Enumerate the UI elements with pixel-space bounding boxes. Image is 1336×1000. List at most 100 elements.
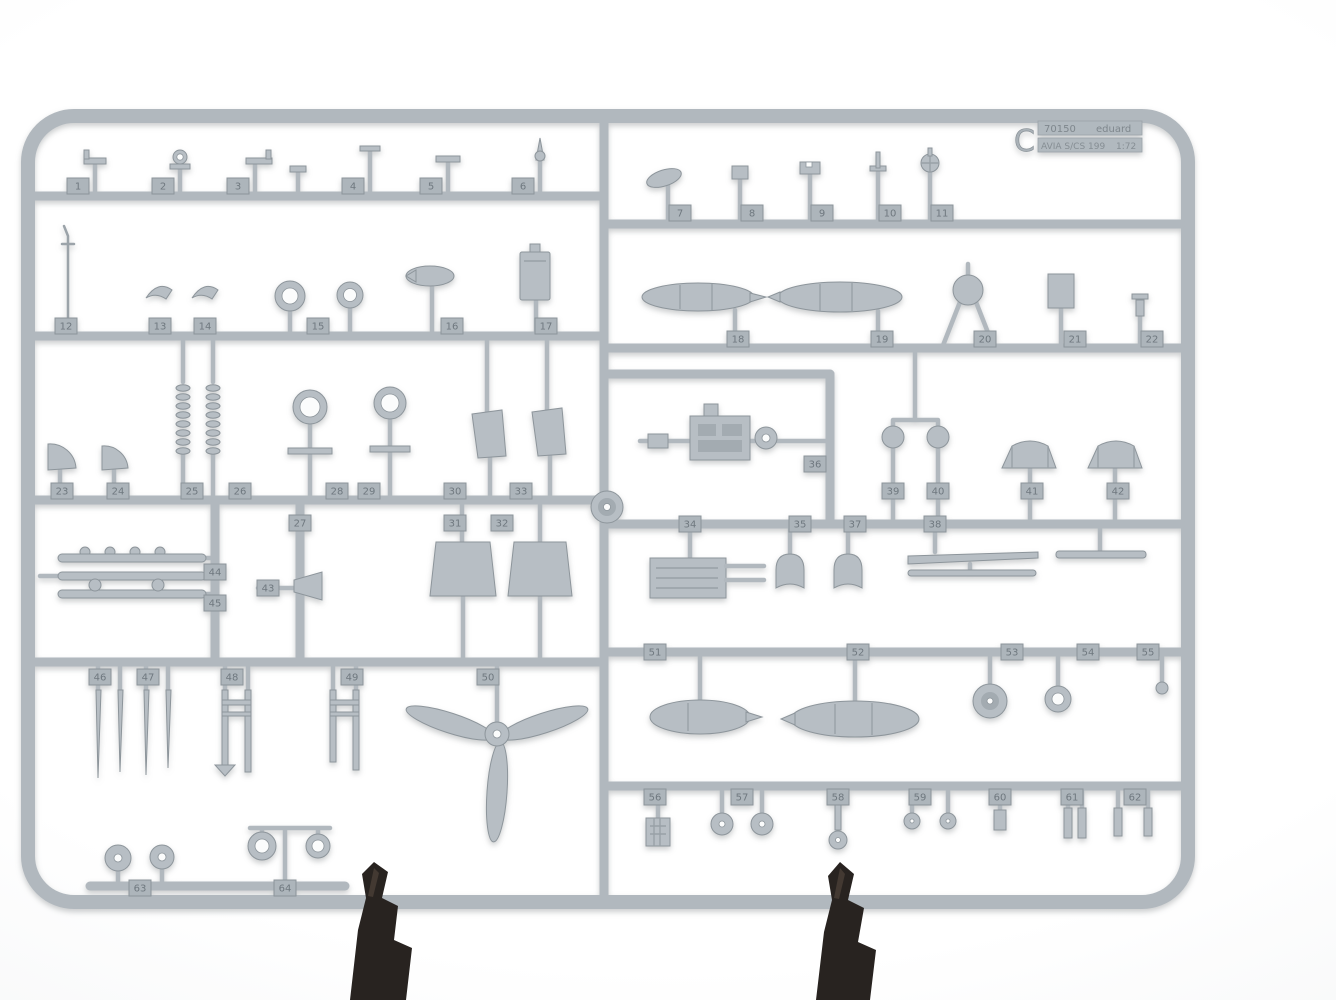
stand-clip-left-highlight	[368, 868, 379, 897]
part-tab: 46	[88, 668, 112, 686]
part-tab: 53	[1000, 643, 1024, 661]
part-tab: 24	[106, 482, 130, 500]
parts-row3-left	[47, 333, 573, 665]
part-number: 33	[515, 487, 528, 498]
part-tab: 45	[203, 594, 227, 612]
part-number: 12	[60, 322, 73, 333]
part-number: 43	[262, 584, 275, 595]
part-number: 31	[449, 519, 462, 530]
part-number: 49	[346, 673, 359, 684]
part-tab: 49	[340, 668, 364, 686]
subject: AVIA S/CS 199	[1041, 142, 1105, 152]
stand-clip-right-highlight	[834, 868, 845, 899]
part-tab: 63	[128, 879, 152, 897]
sprue-letter: C	[1014, 124, 1035, 159]
part-number: 29	[363, 487, 376, 498]
part-tab: 34	[678, 515, 702, 533]
part-number: 62	[1129, 793, 1142, 804]
part-number: 41	[1026, 487, 1039, 498]
part-number: 50	[482, 673, 495, 684]
part-number: 45	[209, 599, 222, 610]
stand-clips	[350, 862, 876, 1000]
part-tab: 41	[1020, 482, 1044, 500]
part-number: 14	[199, 322, 212, 333]
part-tab: 37	[843, 515, 867, 533]
parts-row2-right	[641, 261, 1149, 351]
part-tab: 43	[256, 579, 280, 597]
part-number: 11	[936, 209, 949, 220]
part-tab: 61	[1060, 788, 1084, 806]
part-tab: 15	[306, 317, 330, 335]
sprue-frame	[21, 109, 1195, 909]
parts-mid-right	[637, 345, 1147, 599]
part-number: 8	[749, 209, 755, 220]
part-number: 23	[56, 487, 69, 498]
part-number: 39	[887, 487, 900, 498]
part-number: 52	[852, 648, 865, 659]
part-number: 34	[684, 520, 697, 531]
part-number: 54	[1082, 648, 1095, 659]
part-tab: 10	[878, 204, 902, 222]
part-number: 4	[350, 182, 356, 193]
part-tab: 7	[668, 204, 692, 222]
part-tab: 35	[788, 515, 812, 533]
part-tab: 33	[509, 482, 533, 500]
part-number: 18	[732, 335, 745, 346]
part-tab: 16	[440, 317, 464, 335]
parts-bottom-left	[104, 825, 333, 889]
part-tab: 8	[740, 204, 764, 222]
part-number: 25	[186, 487, 199, 498]
part-number: 19	[876, 335, 889, 346]
part-number: 42	[1112, 487, 1125, 498]
part-number: 7	[677, 209, 683, 220]
part-number: 3	[235, 182, 241, 193]
part-tab: 25	[180, 482, 204, 500]
parts-row2-left	[60, 224, 551, 339]
part-number: 36	[809, 460, 822, 471]
parts-row5-left	[95, 659, 589, 843]
part-tab: 52	[846, 643, 870, 661]
part-tab: 39	[881, 482, 905, 500]
marking-plate-top	[1037, 120, 1143, 136]
sprue-marking: C 70150 eduard AVIA S/CS 199 1:72	[1014, 120, 1143, 159]
part-tab: 20	[973, 330, 997, 348]
part-number: 10	[884, 209, 897, 220]
part-tab: 19	[870, 330, 894, 348]
part-tab: 42	[1106, 482, 1130, 500]
part-tab: 55	[1136, 643, 1160, 661]
part-tab: 11	[930, 204, 954, 222]
part-tab: 27	[288, 514, 312, 532]
parts-row1-left	[83, 137, 546, 199]
part-number: 20	[979, 335, 992, 346]
part-tab: 18	[726, 330, 750, 348]
part-tab: 54	[1076, 643, 1100, 661]
part-number: 55	[1142, 648, 1155, 659]
part-tab: 5	[419, 177, 443, 195]
part-number: 22	[1146, 335, 1159, 346]
part-tab: 30	[443, 482, 467, 500]
part-tab: 59	[908, 788, 932, 806]
part-tab: 51	[643, 643, 667, 661]
part-number: 15	[312, 322, 325, 333]
part-tab: 28	[325, 482, 349, 500]
part-number: 6	[520, 182, 526, 193]
scale: 1:72	[1116, 142, 1136, 152]
part-tab: 17	[534, 317, 558, 335]
part-tab: 38	[923, 515, 947, 533]
part-tab: 23	[50, 482, 74, 500]
part-tab: 12	[54, 317, 78, 335]
part-number: 51	[649, 648, 662, 659]
part-number: 63	[134, 884, 147, 895]
part-number: 58	[832, 793, 845, 804]
part-tab: 60	[988, 788, 1012, 806]
part-tab: 64	[273, 879, 297, 897]
part-number: 13	[154, 322, 167, 333]
part-number: 2	[160, 182, 166, 193]
part-number: 53	[1006, 648, 1019, 659]
part-number: 57	[736, 793, 749, 804]
marking-plate-bottom	[1037, 137, 1143, 153]
part-number: 37	[849, 520, 862, 531]
part-tab: 62	[1123, 788, 1147, 806]
part-number: 21	[1069, 335, 1082, 346]
